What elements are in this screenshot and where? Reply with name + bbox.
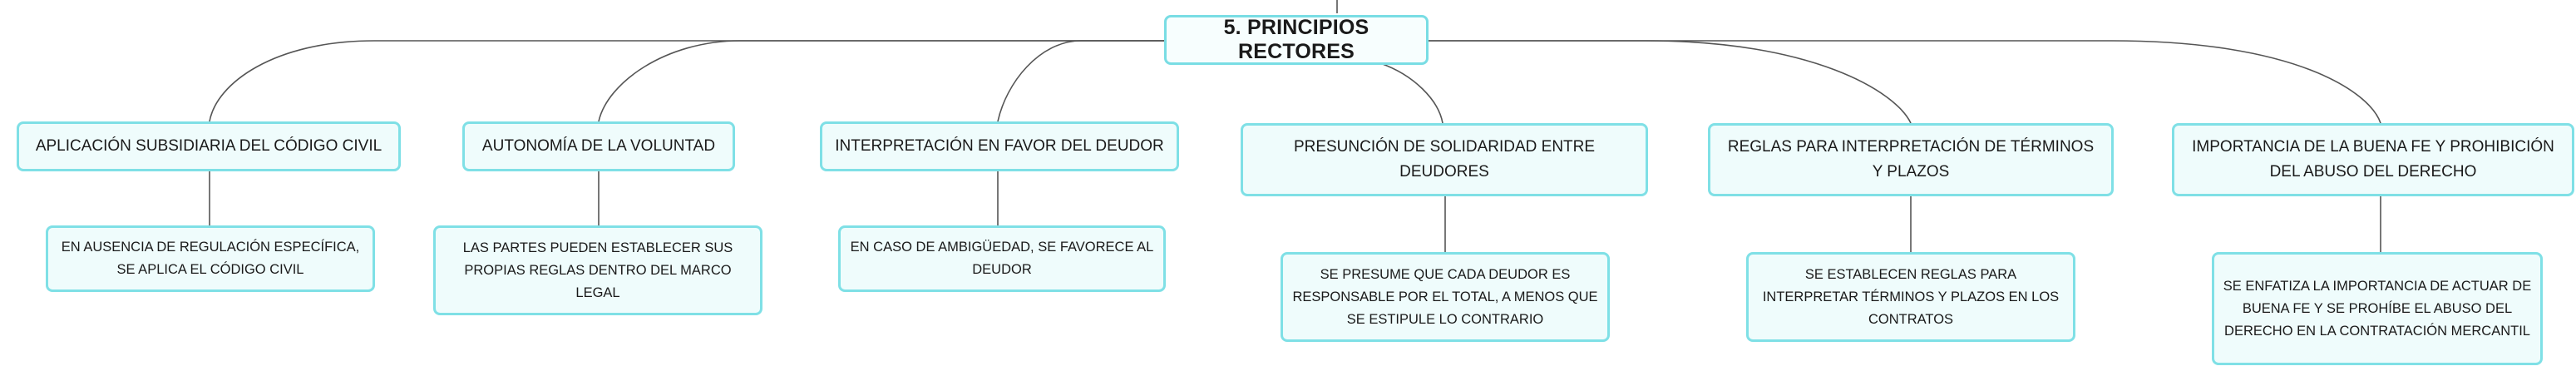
branch-node-autonomia[interactable]: AUTONOMÍA DE LA VOLUNTAD [462, 121, 735, 171]
branch-label: PRESUNCIÓN DE SOLIDARIDAD ENTRE DEUDORES [1293, 138, 1596, 181]
connector-branch-6 [1429, 40, 2381, 124]
connector-branch-4 [1379, 62, 1443, 124]
detail-node-solidaridad[interactable]: SE PRESUME QUE CADA DEUDOR ES RESPONSABL… [1281, 252, 1610, 342]
detail-node-buena-fe[interactable]: SE ENFATIZA LA IMPORTANCIA DE ACTUAR DE … [2212, 252, 2543, 365]
connector-branch-5 [1429, 40, 1912, 124]
detail-text: SE PRESUME QUE CADA DEUDOR ES RESPONSABL… [1292, 266, 1598, 327]
branch-label: APLICACIÓN SUBSIDIARIA DEL CÓDIGO CIVIL [35, 137, 382, 155]
branch-label: AUTONOMÍA DE LA VOLUNTAD [481, 137, 716, 155]
branch-label: IMPORTANCIA DE LA BUENA FE Y PROHIBICIÓN… [2192, 138, 2554, 181]
detail-text: SE ESTABLECEN REGLAS PARA INTERPRETAR TÉ… [1762, 266, 2060, 327]
branch-node-subsidiaria[interactable]: APLICACIÓN SUBSIDIARIA DEL CÓDIGO CIVIL [17, 121, 401, 171]
detail-node-interpretacion[interactable]: EN CASO DE AMBIGÜEDAD, SE FAVORECE AL DE… [838, 225, 1166, 292]
branch-node-solidaridad[interactable]: PRESUNCIÓN DE SOLIDARIDAD ENTRE DEUDORES [1241, 123, 1648, 196]
branch-label: INTERPRETACIÓN EN FAVOR DEL DEUDOR [835, 137, 1164, 155]
detail-node-autonomia[interactable]: LAS PARTES PUEDEN ESTABLECER SUS PROPIAS… [433, 225, 762, 315]
branch-node-interpretacion[interactable]: INTERPRETACIÓN EN FAVOR DEL DEUDOR [820, 121, 1179, 171]
detail-text: EN CASO DE AMBIGÜEDAD, SE FAVORECE AL DE… [850, 240, 1154, 277]
branch-node-plazos[interactable]: REGLAS PARA INTERPRETACIÓN DE TÉRMINOS Y… [1708, 123, 2114, 196]
root-node[interactable]: 5. PRINCIPIOS RECTORES [1164, 15, 1429, 65]
connector-branch-2 [598, 40, 1164, 122]
branch-node-buena-fe[interactable]: IMPORTANCIA DE LA BUENA FE Y PROHIBICIÓN… [2172, 123, 2574, 196]
detail-node-subsidiaria[interactable]: EN AUSENCIA DE REGULACIÓN ESPECÍFICA, SE… [46, 225, 375, 292]
connector-branch-1 [209, 40, 1164, 122]
detail-node-plazos[interactable]: SE ESTABLECEN REGLAS PARA INTERPRETAR TÉ… [1746, 252, 2075, 342]
connector-branch-3 [997, 40, 1164, 122]
detail-text: LAS PARTES PUEDEN ESTABLECER SUS PROPIAS… [462, 240, 733, 300]
detail-text: SE ENFATIZA LA IMPORTANCIA DE ACTUAR DE … [2223, 278, 2532, 339]
branch-label: REGLAS PARA INTERPRETACIÓN DE TÉRMINOS Y… [1727, 138, 2095, 181]
detail-text: EN AUSENCIA DE REGULACIÓN ESPECÍFICA, SE… [61, 240, 360, 277]
root-label: 5. PRINCIPIOS RECTORES [1223, 16, 1369, 63]
